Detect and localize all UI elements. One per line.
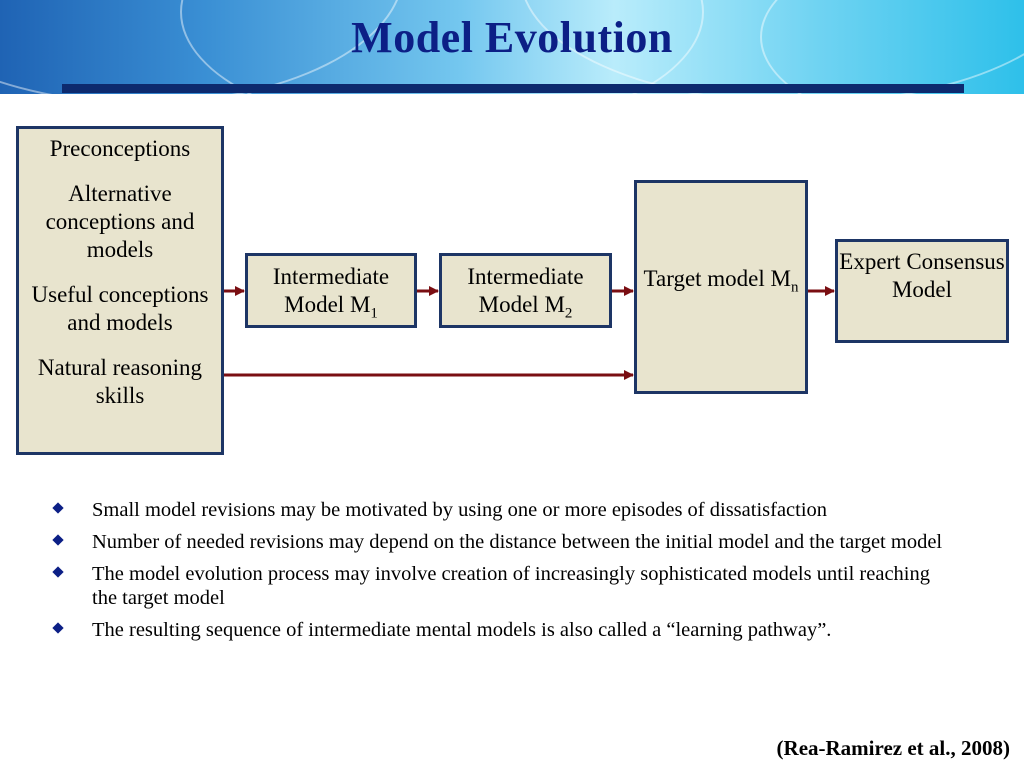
target-model-subscript: n [790,279,799,296]
diamond-bullet-icon [52,502,64,514]
bullet-item: The model evolution process may involve … [52,562,952,610]
bullet-text: The resulting sequence of intermediate m… [92,619,832,641]
bullet-item: The resulting sequence of intermediate m… [52,618,952,642]
bullet-item: Small model revisions may be motivated b… [52,498,952,522]
intermediate-model-2-subscript: 2 [564,305,573,322]
expert-consensus-label: Expert Consensus Model [839,249,1005,302]
diamond-bullet-icon [52,622,64,634]
target-model-label: Target model M [643,266,791,291]
diamond-bullet-icon [52,534,64,546]
slide-title: Model Evolution [351,13,673,62]
bullet-text: The model evolution process may involve … [92,563,930,609]
prior-knowledge-box: Preconceptions Alternative conceptions a… [16,126,224,455]
bullet-item: Number of needed revisions may depend on… [52,530,952,554]
bullet-text: Small model revisions may be motivated b… [92,499,828,521]
bullet-text: Number of needed revisions may depend on… [92,531,943,553]
bullet-list: Small model revisions may be motivated b… [52,498,952,650]
intermediate-model-2-box: Intermediate Model M2 [439,253,612,328]
intermediate-model-1-subscript: 1 [370,305,378,322]
intermediate-model-1-box: Intermediate Model M1 [245,253,417,328]
prior-item-alternative: Alternative conceptions and models [45,181,195,262]
prior-item-preconceptions: Preconceptions [49,136,191,161]
prior-item-useful: Useful conceptions and models [31,282,209,335]
prior-item-reasoning: Natural reasoning skills [37,355,203,408]
banner-divider [62,84,964,93]
title-banner: Model Evolution [0,0,1024,94]
intermediate-model-1-label: Intermediate Model M [272,264,390,317]
intermediate-model-2-label: Intermediate Model M [467,264,584,317]
expert-consensus-box: Expert Consensus Model [835,239,1009,343]
target-model-box: Target model Mn [634,180,808,394]
citation: (Rea-Ramirez et al., 2008) [776,736,1010,760]
diamond-bullet-icon [52,566,64,578]
